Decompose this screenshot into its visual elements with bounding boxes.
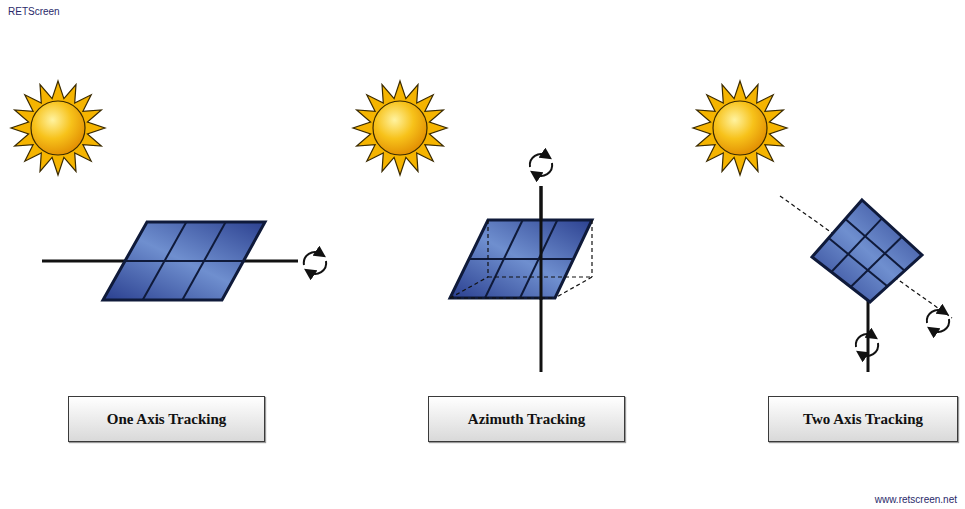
axis (540, 186, 543, 372)
stroke (829, 238, 888, 286)
solar-panel (450, 220, 592, 298)
sun-rays (353, 81, 447, 175)
caption-text: Two Axis Tracking (803, 411, 923, 428)
stroke (530, 154, 547, 167)
caption-text: One Axis Tracking (107, 411, 226, 428)
sun-rays (11, 81, 105, 175)
stroke (861, 343, 878, 356)
panel-face (450, 220, 592, 298)
sun-rays (693, 81, 787, 175)
brand-label: RETScreen (8, 6, 60, 17)
sun-disc (713, 101, 767, 155)
stroke (125, 260, 244, 262)
stroke (535, 163, 552, 176)
axis (540, 186, 543, 300)
panel-face (812, 200, 922, 302)
panel-face (103, 222, 265, 300)
stroke (856, 334, 873, 347)
caption-box: Two Axis Tracking (768, 396, 958, 442)
stroke (927, 310, 944, 323)
dashed-frame (450, 220, 592, 298)
sun-disc (373, 101, 427, 155)
stroke (304, 252, 321, 265)
stroke (309, 261, 326, 274)
url-label: www.retscreen.net (875, 494, 957, 505)
sun (11, 81, 787, 175)
rotation-arrow (304, 154, 949, 356)
solar-panel (812, 200, 922, 302)
stroke (932, 319, 949, 332)
caption-box: Azimuth Tracking (428, 396, 625, 442)
stroke (845, 219, 904, 271)
tilt-axis (780, 196, 952, 318)
caption-box: One Axis Tracking (68, 396, 265, 442)
caption-text: Azimuth Tracking (468, 411, 585, 428)
stroke (469, 258, 574, 260)
sun-disc (31, 101, 85, 155)
solar-panel (103, 222, 265, 300)
